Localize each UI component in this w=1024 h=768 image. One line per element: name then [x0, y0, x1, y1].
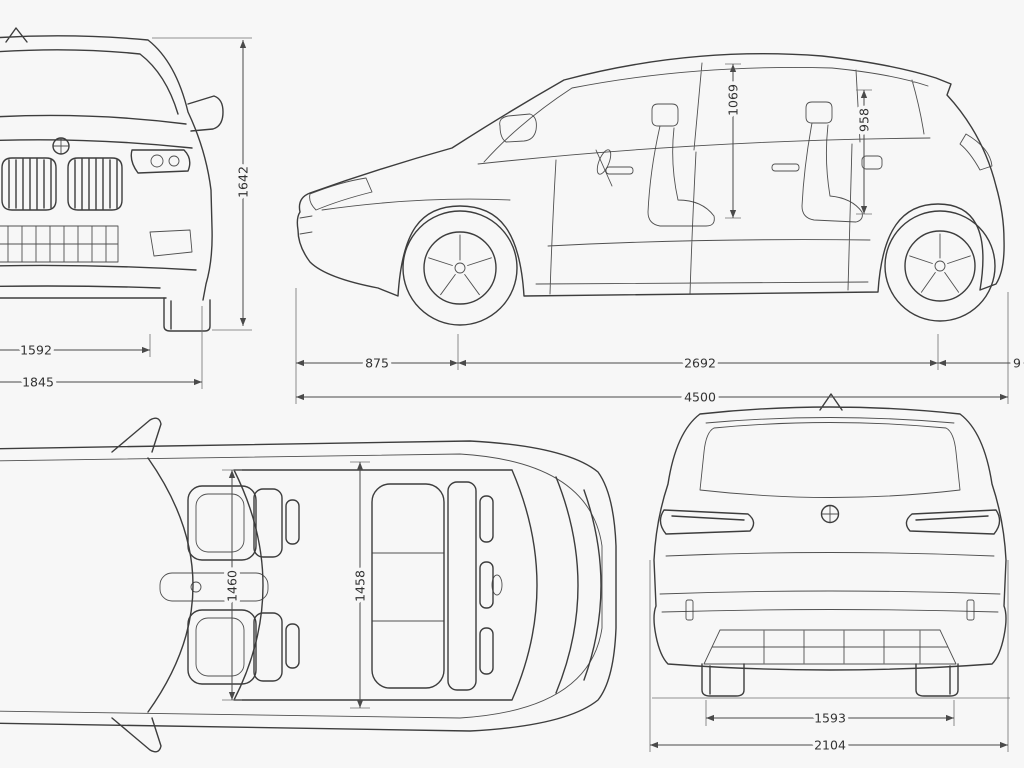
front-tires [163, 297, 211, 332]
dim-label-overall-length: 4500 [684, 390, 716, 405]
headlight-ring-outer [150, 154, 164, 168]
bmw-roundel-front-icon [52, 137, 70, 155]
bmw-roundel-rear-icon [820, 504, 840, 524]
rear-wheel [884, 210, 996, 322]
top-front-seats [187, 485, 300, 685]
top-body-inner-line [0, 453, 603, 719]
top-side-mirrors [111, 417, 162, 753]
front-kidney-grille [1, 157, 123, 211]
dim-label-front-track: 1592 [20, 343, 52, 358]
top-body-outline [0, 440, 617, 732]
top-glass-and-roof-lines [147, 457, 602, 713]
front-wheel-spokes [428, 234, 492, 296]
dimension-annotations: 1642 1592 1845 875 2692 9 4500 1069 958 … [0, 37, 1024, 756]
rear-taillights [659, 509, 1001, 535]
front-wheel [402, 210, 518, 326]
dim-label-rear-overhang: 9 [1013, 356, 1021, 371]
front-bumper-grid [0, 225, 193, 263]
side-windows-and-details [299, 62, 993, 295]
dim-label-front-interior-width: 1460 [225, 570, 240, 602]
rear-door-handle [771, 163, 800, 172]
dim-label-rear-interior-height: 958 [857, 108, 872, 132]
front-view-drawing [0, 27, 224, 332]
rear-wheel-spokes [909, 233, 971, 293]
top-center-console [159, 572, 269, 602]
fuel-door [861, 155, 883, 170]
dim-label-rear-track: 1593 [814, 711, 846, 726]
dim-label-front-height: 1642 [236, 166, 251, 198]
dim-label-front-overhang: 875 [365, 356, 389, 371]
rear-tires [701, 663, 959, 697]
rear-view-drawing [652, 393, 1010, 699]
dim-label-rear-overall-width: 2104 [814, 738, 846, 753]
rear-reflector-right [966, 599, 975, 621]
top-rear-bench [371, 481, 494, 691]
front-body-outline [0, 27, 224, 301]
extension-lines [149, 37, 1009, 752]
steering-wheel [596, 149, 612, 175]
side-view-drawing [296, 53, 1005, 326]
side-interior-seats [595, 101, 863, 227]
dim-label-front-interior-height: 1069 [726, 84, 741, 116]
headlight-ring-inner [168, 155, 180, 167]
dim-label-front-width: 1845 [22, 375, 54, 390]
dim-label-rear-interior-width: 1458 [353, 570, 368, 602]
roof-antenna [491, 574, 503, 596]
rear-window-and-details [659, 417, 1001, 665]
top-view-drawing [0, 417, 617, 753]
front-door-handle [605, 166, 634, 175]
rear-reflector-left [685, 599, 694, 621]
rear-body-outline [653, 393, 1007, 671]
dim-label-wheelbase: 2692 [684, 356, 716, 371]
front-headlights [130, 149, 191, 174]
side-body-outline [296, 53, 1005, 297]
